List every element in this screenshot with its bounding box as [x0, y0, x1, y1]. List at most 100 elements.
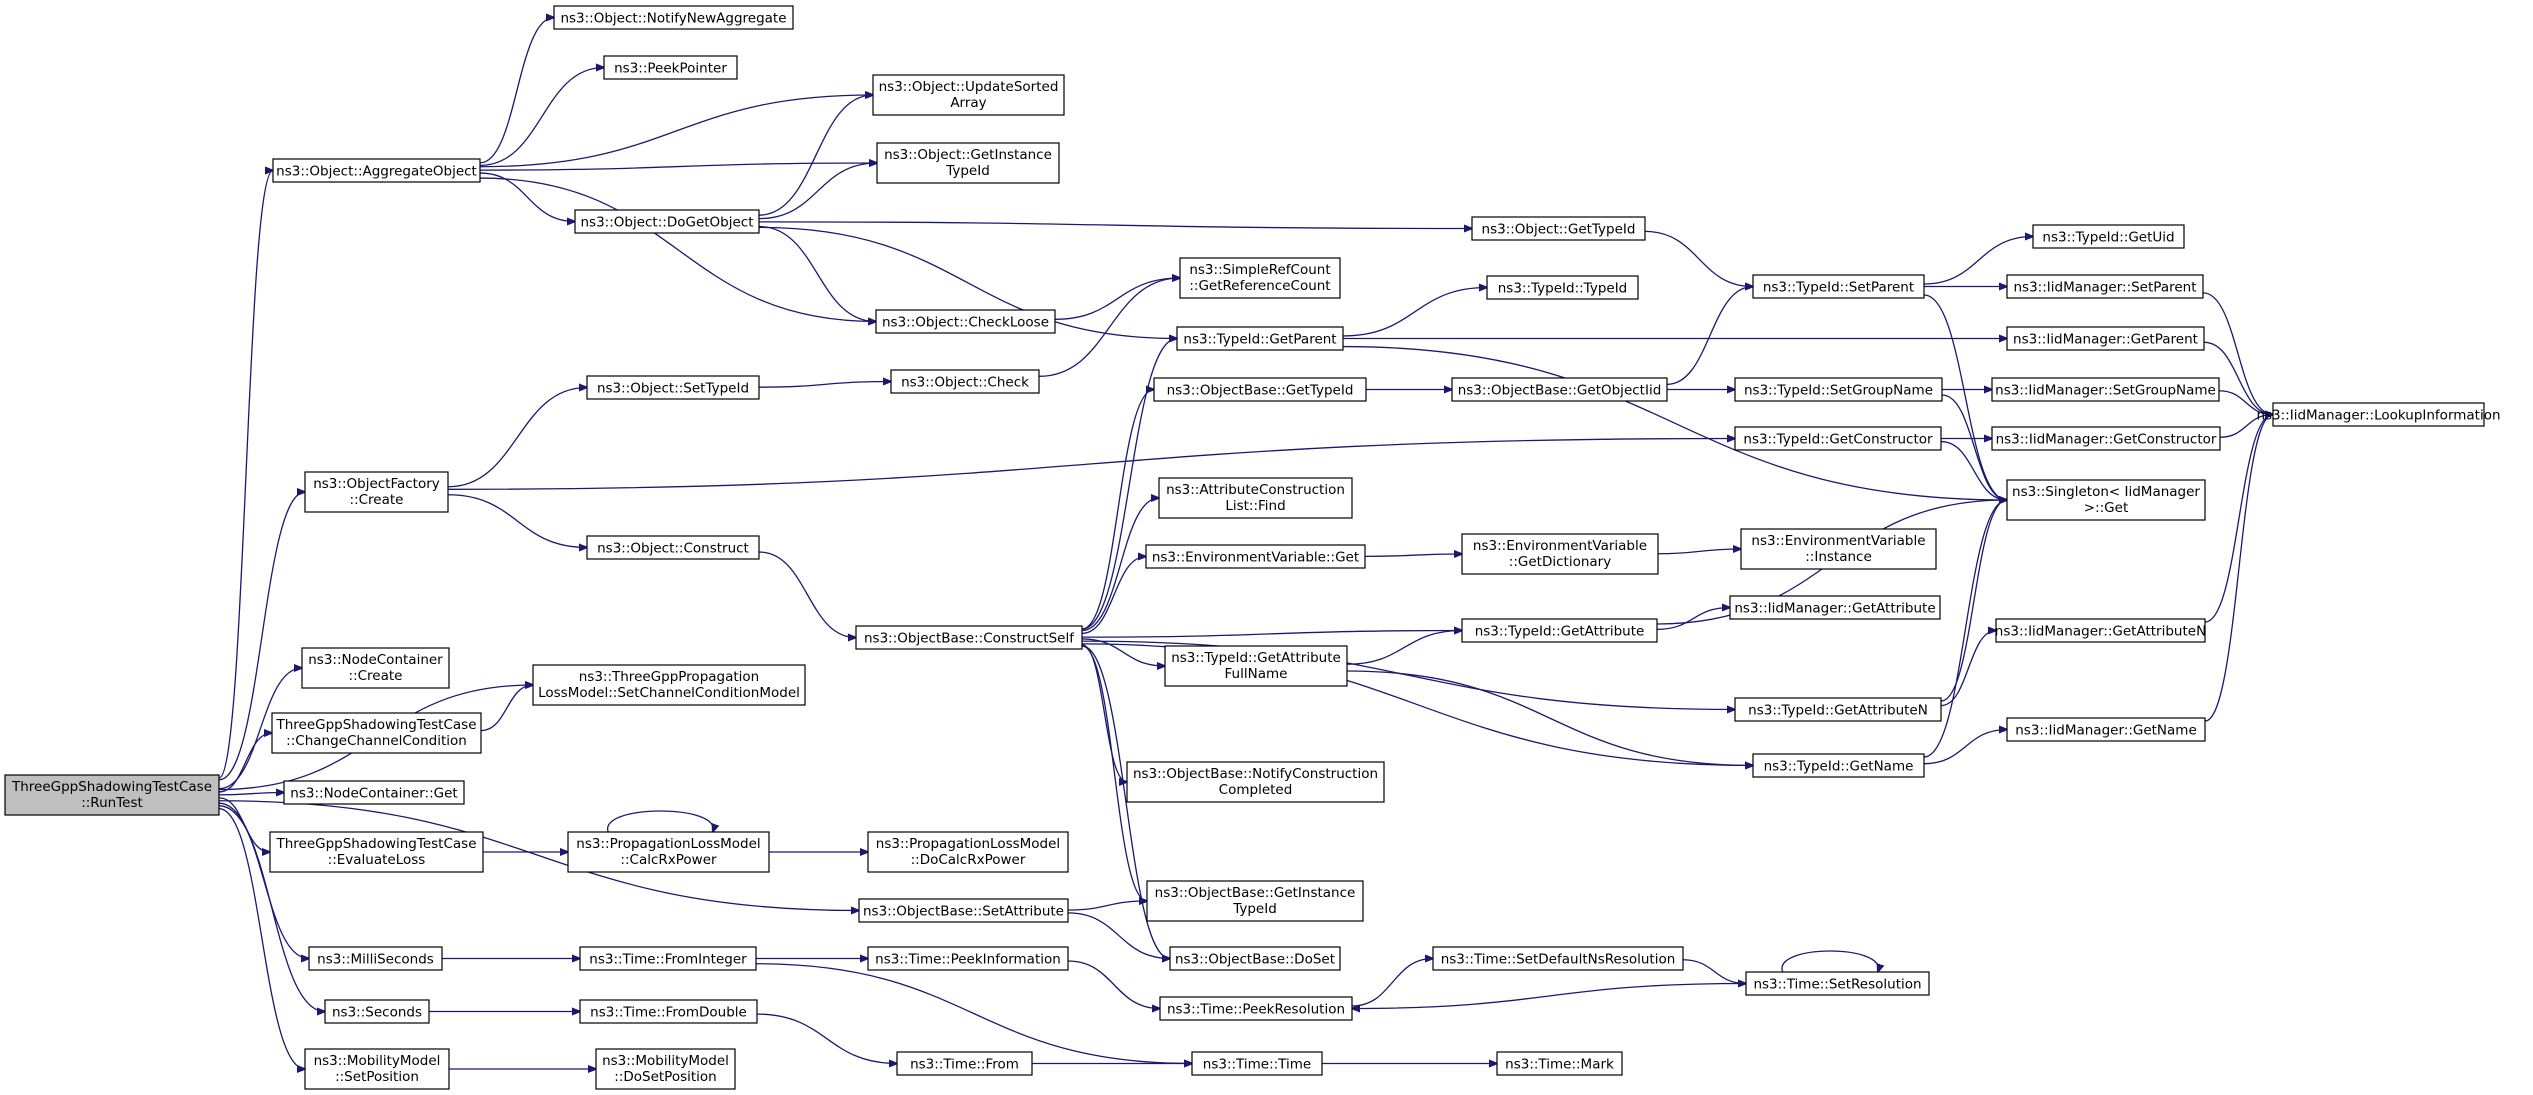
node-iid-get-name[interactable]: ns3::IidManager::GetName: [2006, 717, 2206, 742]
edge-root-to-node-container-get: [218, 793, 284, 795]
node-label: ns3::EnvironmentVariable: [1473, 538, 1647, 554]
node-iid-set-group-name[interactable]: ns3::IidManager::SetGroupName: [1991, 377, 2220, 402]
node-obj-get-type-id[interactable]: ns3::Object::GetTypeId: [1471, 216, 1646, 241]
node-label: ::CalcRxPower: [620, 852, 717, 868]
node-box: [586, 535, 760, 560]
node-iid-get-parent[interactable]: ns3::IidManager::GetParent: [2006, 326, 2205, 351]
node-set-parent[interactable]: ns3::TypeId::SetParent: [1752, 274, 1925, 299]
node-box: [1145, 544, 1366, 569]
node-iid-get-constructor[interactable]: ns3::IidManager::GetConstructor: [1991, 426, 2221, 451]
node-label: ns3::IidManager::GetAttributeN: [1995, 624, 2206, 640]
edge-object-factory-create-to-obj-construct: [447, 494, 587, 548]
node-iid-get-attribute[interactable]: ns3::IidManager::GetAttribute: [1729, 595, 1941, 620]
edge-root-to-aggregate-object: [218, 171, 273, 779]
node-peek-resolution[interactable]: ns3::Time::PeekResolution: [1159, 996, 1353, 1021]
node-mobility-set-position[interactable]: ns3::MobilityModel::SetPosition: [304, 1048, 450, 1090]
node-type-id-get-name[interactable]: ns3::TypeId::GetName: [1752, 753, 1925, 778]
node-singleton-get[interactable]: ns3::Singleton< IidManager >::Get: [2006, 479, 2206, 521]
edge-construct-self-to-get-parent: [1081, 339, 1177, 630]
node-time-time[interactable]: ns3::Time::Time: [1191, 1051, 1323, 1076]
edge-set-parent-to-get-uid: [1923, 237, 2033, 285]
node-do-set[interactable]: ns3::ObjectBase::DoSet: [1169, 946, 1341, 971]
node-seconds[interactable]: ns3::Seconds: [324, 999, 430, 1024]
node-env-var-get-dict[interactable]: ns3::EnvironmentVariable::GetDictionary: [1461, 533, 1659, 575]
node-get-attribute[interactable]: ns3::TypeId::GetAttribute: [1461, 618, 1658, 643]
node-box: [532, 664, 806, 706]
node-iid-get-attribute-n[interactable]: ns3::IidManager::GetAttributeN: [1995, 618, 2206, 643]
node-node-container-create[interactable]: ns3::NodeContainer::Create: [301, 647, 450, 689]
node-get-constructor[interactable]: ns3::TypeId::GetConstructor: [1734, 426, 1942, 451]
node-label: ns3::TypeId::SetParent: [1763, 280, 1914, 296]
node-env-var-get[interactable]: ns3::EnvironmentVariable::Get: [1145, 544, 1366, 569]
node-obj-check[interactable]: ns3::Object::Check: [890, 369, 1040, 394]
node-get-object-iid[interactable]: ns3::ObjectBase::GetObjectIid: [1451, 377, 1668, 402]
node-get-ref-count[interactable]: ns3::SimpleRefCount::GetReferenceCount: [1179, 257, 1341, 299]
node-set-type-id[interactable]: ns3::Object::SetTypeId: [586, 375, 760, 400]
node-label: Array: [950, 95, 986, 111]
node-label: ns3::IidManager::GetParent: [2013, 332, 2198, 348]
edge-peek-information-to-peek-resolution: [1067, 960, 1160, 1009]
edge-aggregate-object-to-check-loose: [479, 177, 876, 321]
edge-set-parent-to-singleton-get: [1923, 294, 2007, 500]
node-change-channel-condition[interactable]: ThreeGppShadowingTestCase::ChangeChannel…: [271, 712, 482, 754]
edge-type-id-get-name-to-iid-get-name: [1923, 730, 2007, 765]
node-box: [283, 780, 465, 805]
node-type-id-type-id[interactable]: ns3::TypeId::TypeId: [1486, 275, 1639, 300]
node-label: ns3::IidManager::LookupInformation: [2256, 408, 2500, 424]
node-aggregate-object[interactable]: ns3::Object::AggregateObject: [272, 158, 481, 183]
nodes-layer: ThreeGppShadowingTestCase::RunTestns3::O…: [4, 5, 2501, 1090]
node-get-parent[interactable]: ns3::TypeId::GetParent: [1176, 326, 1344, 351]
node-construct-self[interactable]: ns3::ObjectBase::ConstructSelf: [855, 625, 1083, 650]
node-box: [2006, 274, 2204, 299]
node-check-loose[interactable]: ns3::Object::CheckLoose: [875, 309, 1056, 334]
node-milli-seconds[interactable]: ns3::MilliSeconds: [308, 946, 443, 971]
node-set-attribute[interactable]: ns3::ObjectBase::SetAttribute: [858, 898, 1069, 923]
node-box: [579, 946, 757, 971]
node-label: Completed: [1219, 782, 1293, 798]
node-from-integer[interactable]: ns3::Time::FromInteger: [579, 946, 757, 971]
node-set-group-name[interactable]: ns3::TypeId::SetGroupName: [1734, 377, 1943, 402]
edge-aggregate-object-to-do-get-object: [479, 172, 575, 221]
node-from-double[interactable]: ns3::Time::FromDouble: [579, 999, 758, 1024]
node-label: ns3::Time::PeekResolution: [1167, 1002, 1345, 1018]
node-time-mark[interactable]: ns3::Time::Mark: [1496, 1051, 1623, 1076]
node-obj-construct[interactable]: ns3::Object::Construct: [586, 535, 760, 560]
node-box: [2032, 224, 2185, 249]
node-peek-pointer[interactable]: ns3::PeekPointer: [603, 55, 738, 80]
node-object-factory-create[interactable]: ns3::ObjectFactory::Create: [304, 471, 449, 513]
node-notify-construction-completed[interactable]: ns3::ObjectBase::NotifyConstructionCompl…: [1126, 761, 1385, 803]
node-do-calc-rx-power[interactable]: ns3::PropagationLossModel::DoCalcRxPower: [867, 831, 1069, 873]
node-mobility-do-set-position[interactable]: ns3::MobilityModel::DoSetPosition: [595, 1048, 736, 1090]
node-evaluate-loss[interactable]: ThreeGppShadowingTestCase::EvaluateLoss: [269, 831, 484, 873]
node-calc-rx-power[interactable]: ns3::PropagationLossModel::CalcRxPower: [567, 831, 770, 873]
node-label: ns3::ObjectBase::GetObjectIid: [1458, 383, 1662, 399]
node-set-channel-condition[interactable]: ns3::ThreeGppPropagationLossModel::SetCh…: [532, 664, 806, 706]
node-get-attribute-n[interactable]: ns3::TypeId::GetAttributeN: [1734, 697, 1942, 722]
node-do-get-object[interactable]: ns3::Object::DoGetObject: [574, 209, 760, 234]
node-node-container-get[interactable]: ns3::NodeContainer::Get: [283, 780, 465, 805]
edge-get-attribute-full-name-to-type-id-get-name: [1346, 670, 1753, 766]
node-time-from[interactable]: ns3::Time::From: [896, 1051, 1033, 1076]
node-iid-set-parent[interactable]: ns3::IidManager::SetParent: [2006, 274, 2204, 299]
edge-object-factory-create-to-set-type-id: [447, 388, 587, 488]
node-obj-base-get-type-id[interactable]: ns3::ObjectBase::GetTypeId: [1153, 377, 1367, 402]
node-set-default-ns-res[interactable]: ns3::Time::SetDefaultNsResolution: [1432, 946, 1684, 971]
node-lookup-info[interactable]: ns3::IidManager::LookupInformation: [2256, 402, 2501, 427]
node-box: [890, 369, 1040, 394]
node-notify-new-agg[interactable]: ns3::Object::NotifyNewAggregate: [553, 5, 794, 30]
node-root[interactable]: ThreeGppShadowingTestCase::RunTest: [4, 774, 220, 816]
node-box: [2272, 402, 2485, 427]
node-env-var-instance[interactable]: ns3::EnvironmentVariable::Instance: [1740, 528, 1937, 570]
node-peek-information[interactable]: ns3::Time::PeekInformation: [867, 946, 1069, 971]
node-get-uid[interactable]: ns3::TypeId::GetUid: [2032, 224, 2185, 249]
node-label: ns3::EnvironmentVariable: [1751, 533, 1925, 549]
node-box: [872, 74, 1065, 116]
node-set-resolution[interactable]: ns3::Time::SetResolution: [1745, 971, 1930, 996]
edge-root-to-mobility-set-position: [218, 808, 305, 1069]
node-label: ns3::TypeId::SetGroupName: [1744, 383, 1933, 399]
